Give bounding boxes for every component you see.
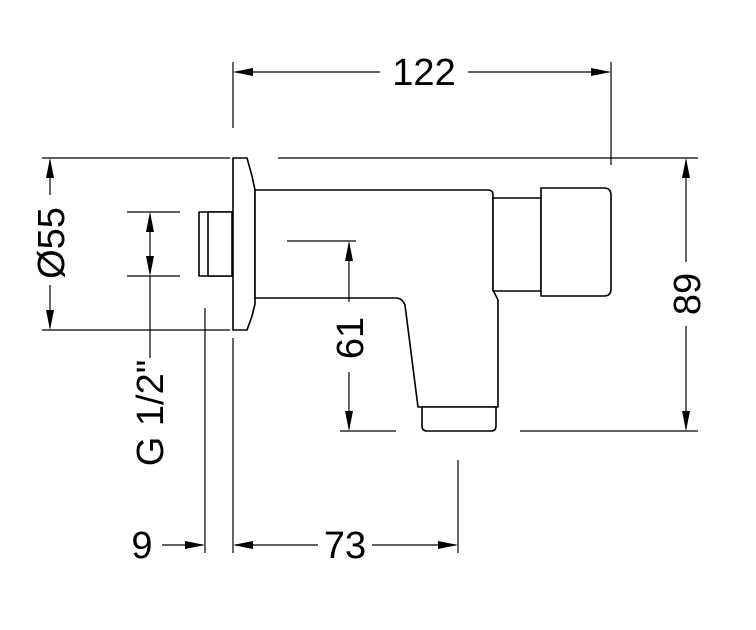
dim-label-89: 89: [667, 273, 709, 315]
dimension-overall-height: 89: [667, 158, 709, 431]
dim-label-thread: G 1/2": [130, 360, 172, 466]
dimension-outlet-offset: 73: [233, 525, 458, 567]
dimension-thread: G 1/2": [130, 212, 172, 466]
extension-lines: [42, 62, 698, 553]
dim-label-122: 122: [392, 52, 455, 94]
dimension-outlet-height: 61: [330, 241, 372, 431]
dimension-overall-length: 122: [233, 52, 611, 94]
thread-ring: [207, 211, 233, 277]
push-button-housing: [492, 197, 542, 292]
main-body: [254, 189, 499, 408]
tap-body-outline: [198, 157, 612, 432]
dimension-flange-diameter: Ø55: [31, 158, 73, 330]
dim-label-61: 61: [330, 317, 372, 359]
dim-label-9: 9: [131, 525, 152, 567]
dim-label-73: 73: [324, 525, 366, 567]
dim-label-diameter-55: Ø55: [31, 207, 73, 279]
wall-flange: [232, 157, 256, 331]
push-button-cap: [540, 187, 612, 297]
dimension-thread-length: 9: [131, 525, 205, 567]
spout-outlet: [421, 406, 497, 432]
